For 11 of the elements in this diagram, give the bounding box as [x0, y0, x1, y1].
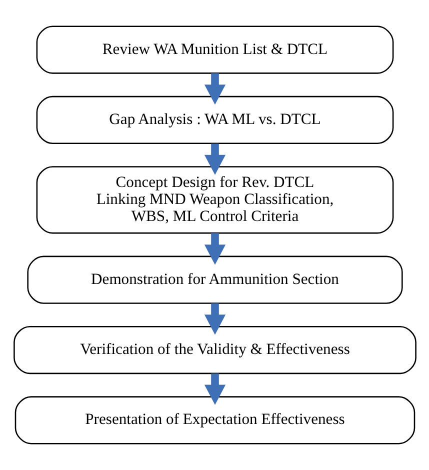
- arrow: [204, 373, 226, 405]
- arrow: [204, 233, 226, 265]
- node-box: Presentation of Expectation Effectiveness: [14, 396, 415, 444]
- arrow: [204, 303, 226, 335]
- arrow: [204, 73, 226, 105]
- node-box: Verification of the Validity & Effectiveness: [13, 326, 416, 374]
- node-box: Concept Design for Rev. DTCL Linking MND Weapon Classification, WBS, ML Control Criteria: [36, 166, 394, 234]
- node-box: Demonstration for Ammunition Section: [26, 256, 402, 304]
- arrow: [204, 144, 226, 175]
- node-box: Review WA Munition List & DTCL: [36, 26, 394, 74]
- node-box: Gap Analysis : WA ML vs. DTCL: [36, 96, 394, 144]
